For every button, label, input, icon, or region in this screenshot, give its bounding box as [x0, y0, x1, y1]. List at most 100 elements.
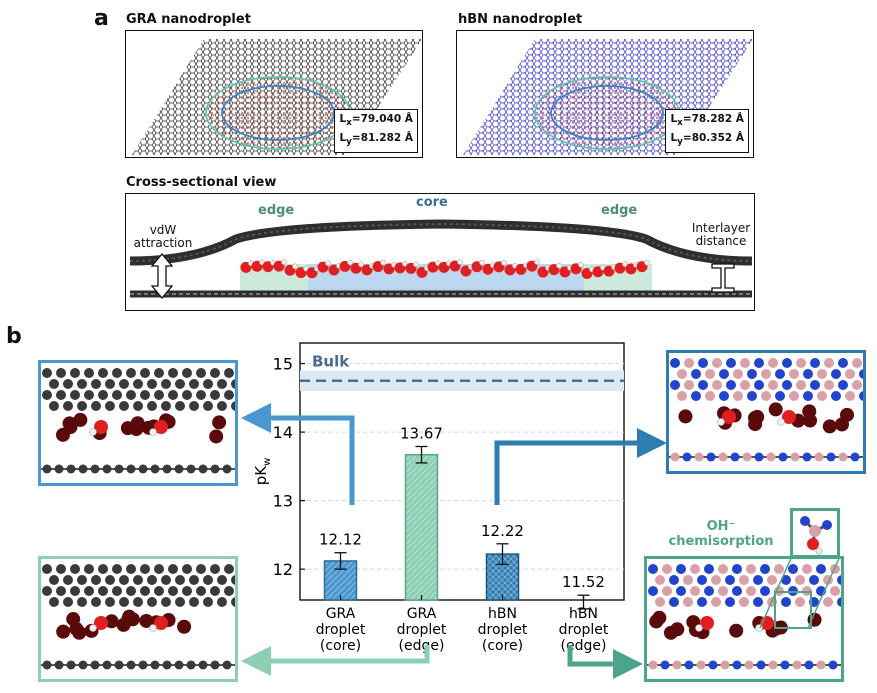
atom — [70, 390, 80, 400]
atom — [683, 575, 693, 585]
atom — [859, 369, 863, 379]
atom — [203, 575, 213, 585]
atom — [126, 368, 136, 378]
water-oxygen-dark — [729, 623, 744, 638]
atom — [161, 401, 171, 411]
hbn-panel-title: hBN nanodroplet — [458, 12, 583, 27]
atom — [719, 391, 729, 401]
atom — [189, 401, 199, 411]
water-oxygen-dark — [66, 612, 81, 627]
bottom-sheet-atom — [186, 660, 196, 670]
atom — [126, 586, 136, 596]
atom — [70, 564, 80, 574]
gra-core-inset — [38, 360, 238, 486]
grid-lines — [300, 363, 624, 570]
atom — [803, 391, 813, 401]
water-oxygen-dark — [63, 419, 78, 434]
atom — [182, 564, 192, 574]
interlayer-distance-label: Interlayer distance — [686, 221, 754, 248]
bottom-sheet-atom — [672, 660, 682, 670]
bottom-sheet-atom — [780, 660, 790, 670]
atom — [740, 380, 750, 390]
atom — [182, 368, 192, 378]
cross-section-image — [129, 219, 753, 300]
atom — [670, 380, 680, 390]
oh-zoom-inset — [790, 508, 840, 558]
panel-letter-b: b — [6, 324, 22, 349]
atom — [217, 597, 227, 607]
atom — [168, 564, 178, 574]
atom — [189, 575, 199, 585]
atom — [838, 358, 848, 368]
interlayer-label-line1: Interlayer — [691, 221, 751, 235]
atom — [77, 597, 87, 607]
atom — [56, 390, 66, 400]
atom — [84, 586, 94, 596]
atom — [182, 390, 192, 400]
bottom-sheet-atom — [78, 660, 88, 670]
water-hydrogen — [622, 261, 628, 267]
atom — [781, 575, 791, 585]
atom — [210, 564, 220, 574]
atom — [719, 369, 729, 379]
bottom-sheet-atom — [660, 660, 670, 670]
atom — [140, 390, 150, 400]
atom — [669, 575, 679, 585]
bottom-sheet-atom — [768, 660, 778, 670]
hbn-lx-value: 78.282 Å — [691, 112, 744, 125]
hydrogen-atom — [149, 624, 157, 632]
atom — [691, 369, 701, 379]
atom — [224, 564, 234, 574]
atom — [42, 564, 52, 574]
bottom-sheet-atom — [790, 452, 800, 462]
atom — [112, 390, 122, 400]
water-oxygen-dark — [56, 624, 71, 639]
atom — [726, 358, 736, 368]
y-tick-label: 14 — [273, 423, 293, 442]
hydrogen-atom — [717, 418, 725, 426]
gra-edge-inset — [38, 556, 238, 682]
atom — [161, 597, 171, 607]
y-tick-label: 12 — [273, 560, 293, 579]
atom — [795, 597, 805, 607]
atom — [684, 380, 694, 390]
atom — [147, 597, 157, 607]
bottom-sheet-atom — [42, 464, 52, 474]
atom — [781, 597, 791, 607]
water-hydrogen — [556, 262, 562, 269]
atom — [231, 597, 235, 607]
bottom-sheet-atom — [778, 452, 788, 462]
atom — [817, 391, 827, 401]
x-tick-label: droplet — [478, 622, 528, 638]
bottom-sheet-atom — [706, 452, 716, 462]
bottom-sheet-atom — [90, 660, 100, 670]
atom — [830, 586, 840, 596]
x-tick-label: (core) — [482, 638, 523, 654]
water-hydrogen — [457, 259, 463, 265]
arrow-gra-edge — [241, 645, 430, 676]
atom — [725, 575, 735, 585]
atom — [845, 391, 855, 401]
atom — [56, 368, 66, 378]
atom — [704, 586, 714, 596]
y-tick-label: 13 — [273, 492, 293, 511]
atom — [802, 564, 812, 574]
atom — [98, 368, 108, 378]
gra-top-view: Lx=79.040 Å Ly=81.282 Å — [125, 30, 423, 158]
atom — [133, 575, 143, 585]
bottom-sheet-atom — [150, 660, 160, 670]
oxygen-atom — [782, 410, 796, 424]
atom — [63, 597, 73, 607]
oxygen-atom — [94, 420, 108, 434]
atom — [739, 597, 749, 607]
atom — [112, 564, 122, 574]
bottom-sheet-atom — [792, 660, 802, 670]
atom — [70, 586, 80, 596]
atom — [196, 564, 206, 574]
oxygen-atom — [94, 616, 108, 630]
atom — [175, 379, 185, 389]
atom — [175, 575, 185, 585]
atom — [824, 380, 834, 390]
x-tick-label: hBN — [569, 606, 598, 622]
